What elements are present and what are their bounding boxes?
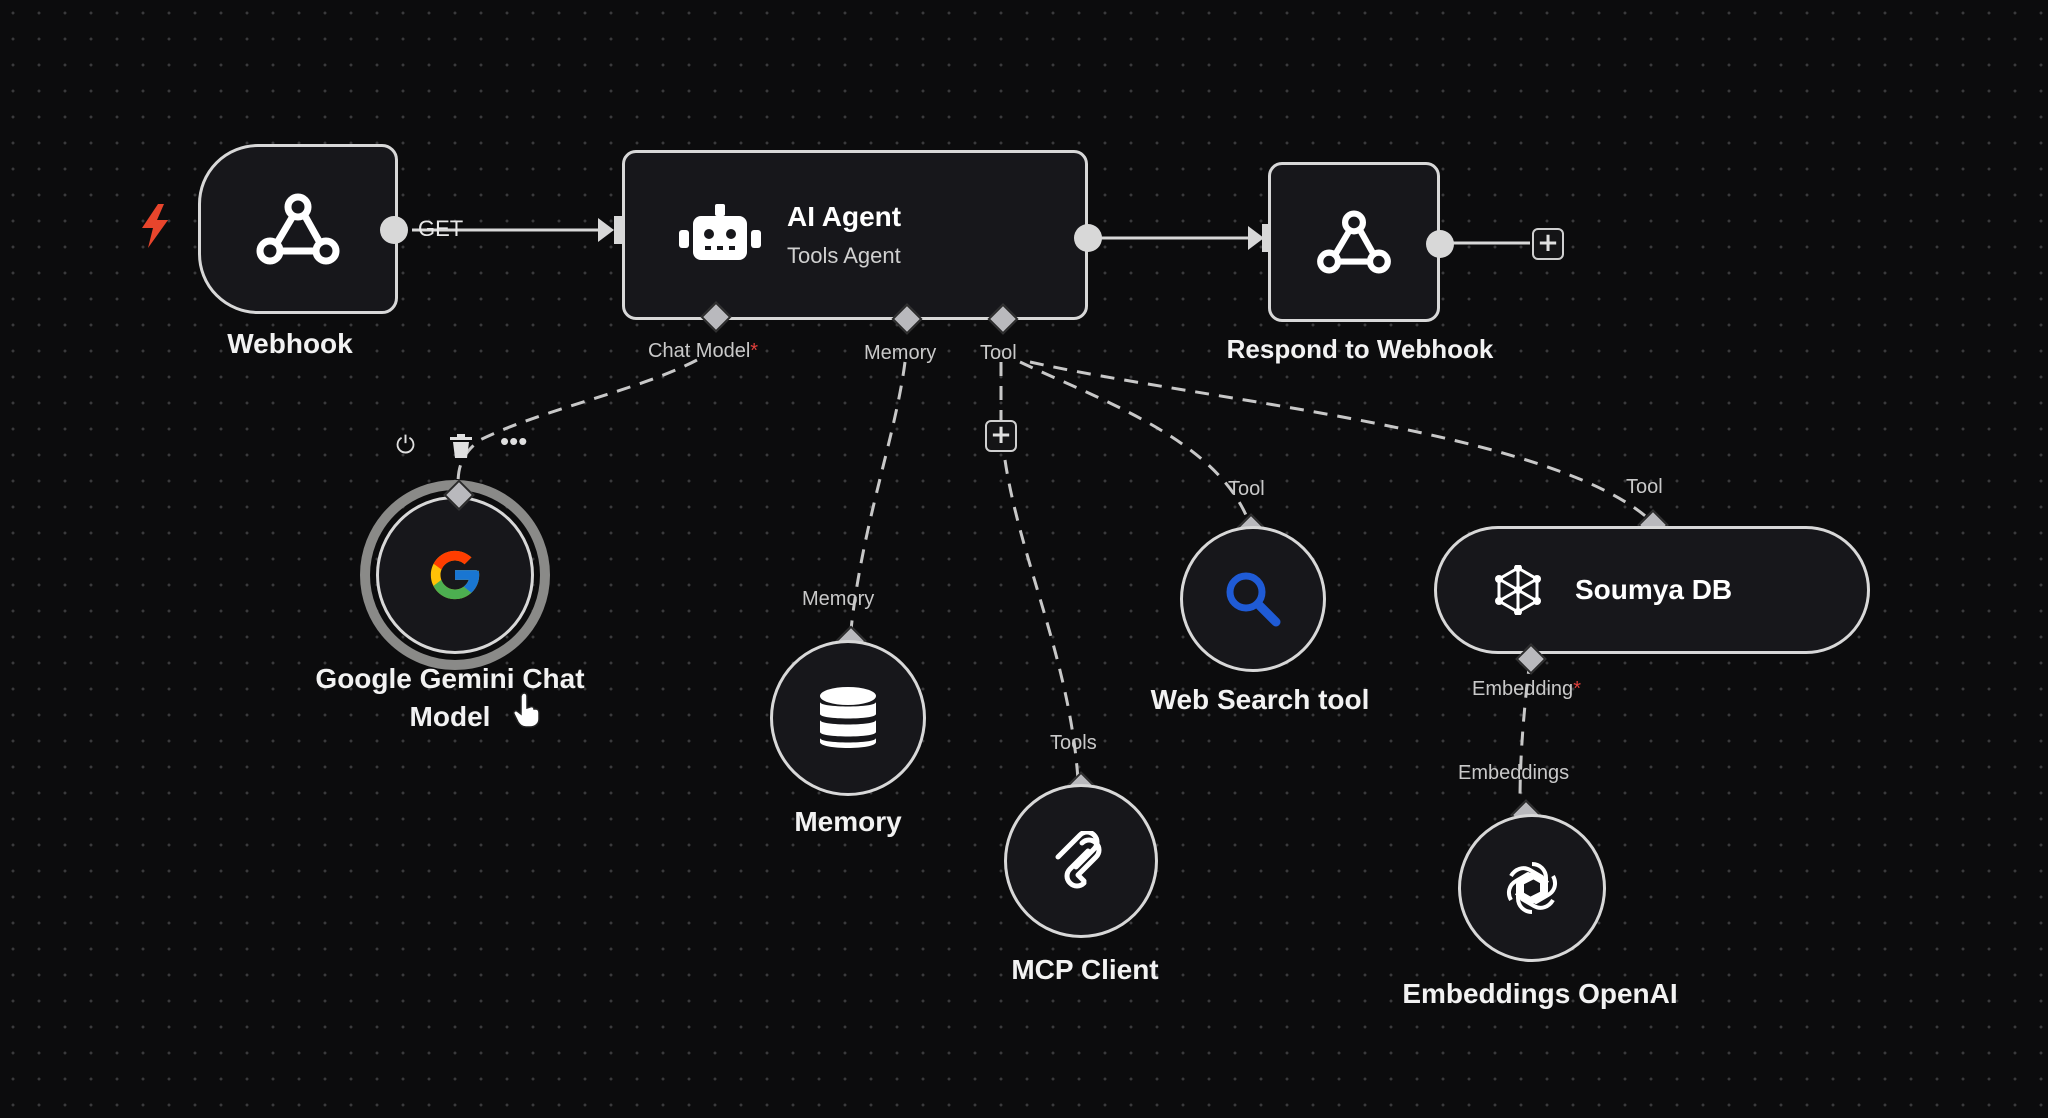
web-search-node[interactable] [1180, 526, 1326, 672]
web-search-tool-input-label: Tool [1228, 478, 1265, 500]
power-icon[interactable]: ⏻ [396, 432, 415, 459]
database-icon [820, 687, 876, 748]
embeddings-openai-node[interactable] [1458, 814, 1606, 962]
get-connection-label: GET [418, 216, 464, 241]
respond-label: Respond to Webhook [1226, 334, 1494, 364]
webhook-icon [1317, 210, 1391, 274]
webhook-icon [256, 193, 340, 265]
openai-icon [1506, 862, 1558, 914]
soumya-db-tool-input-label: Tool [1626, 476, 1663, 498]
memory-label: Memory [794, 806, 902, 837]
google-gemini-node[interactable] [376, 496, 534, 654]
hand-cursor-icon [513, 692, 540, 728]
embedding-port-label: Embedding* [1472, 678, 1581, 700]
node-toolbar: ⏻ ••• [396, 426, 536, 464]
mcp-icon [1055, 831, 1102, 889]
tools-input-label: Tools [1050, 732, 1097, 754]
mcp-client-node[interactable] [1004, 784, 1158, 938]
respond-output-port[interactable] [1426, 230, 1454, 258]
robot-icon [679, 204, 761, 260]
webhook-label: Webhook [227, 328, 353, 359]
soumya-db-node[interactable]: Soumya DB [1434, 526, 1870, 654]
memory-port-label: Memory [864, 342, 937, 364]
memory-input-label: Memory [802, 588, 875, 610]
more-icon[interactable]: ••• [500, 426, 528, 456]
trash-icon[interactable] [450, 434, 472, 458]
vector-store-icon [1495, 565, 1541, 615]
web-search-label: Web Search tool [1150, 684, 1370, 715]
webhook-output-port[interactable] [380, 216, 408, 244]
respond-to-webhook-node[interactable] [1268, 162, 1440, 322]
webhook-node[interactable] [198, 144, 398, 314]
ai-agent-node[interactable]: AI Agent Tools Agent [622, 150, 1088, 320]
embeddings-label: Embeddings OpenAI [1402, 978, 1678, 1009]
agent-subtitle: Tools Agent [787, 243, 901, 268]
agent-output-port[interactable] [1074, 224, 1102, 252]
add-tool-button[interactable]: + [985, 420, 1017, 452]
search-icon [1226, 572, 1281, 627]
google-icon [430, 550, 480, 600]
gemini-label: Google Gemini Chat Model [315, 663, 585, 732]
mcp-label: MCP Client [1011, 954, 1159, 985]
chat-model-port-label: Chat Model* [648, 340, 759, 362]
tool-port-label: Tool [980, 342, 1017, 364]
embeddings-input-label: Embeddings [1458, 762, 1570, 784]
trigger-bolt-icon [142, 204, 168, 248]
add-node-button[interactable]: + [1532, 228, 1564, 260]
soumya-db-label: Soumya DB [1575, 574, 1733, 605]
agent-title: AI Agent [787, 201, 902, 232]
memory-node[interactable] [770, 640, 926, 796]
